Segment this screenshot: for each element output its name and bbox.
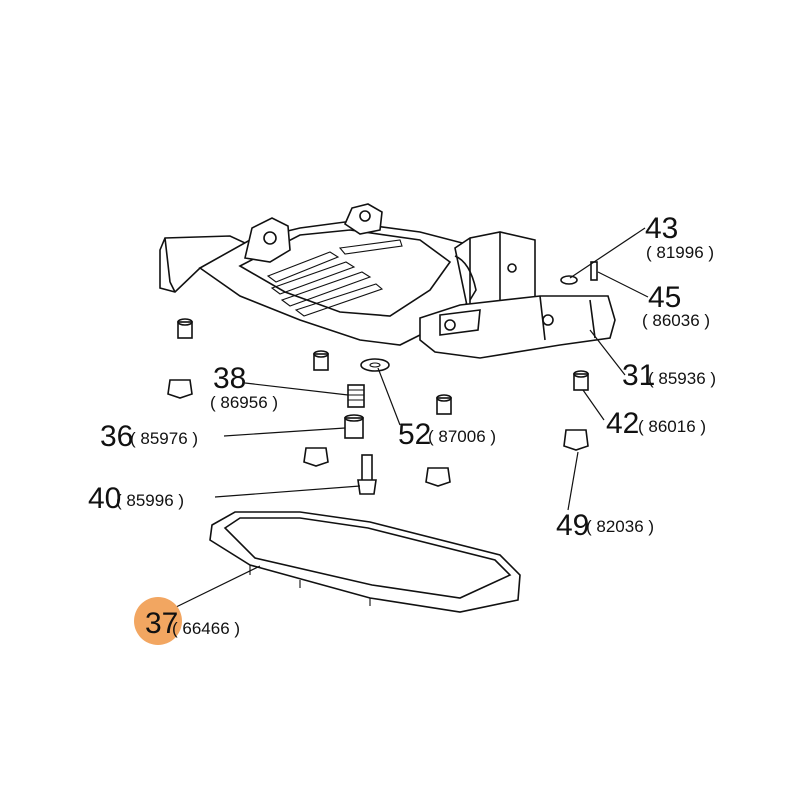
bushing-2 xyxy=(313,350,329,371)
nut-1 xyxy=(167,379,193,399)
highlight-marker xyxy=(134,597,182,645)
callout-code-45: ( 86036 ) xyxy=(642,311,710,330)
nut-3 xyxy=(425,467,451,487)
small-parts xyxy=(167,261,598,495)
spring-38 xyxy=(347,384,365,408)
washer-43 xyxy=(560,275,578,285)
callout-code-38: ( 86956 ) xyxy=(210,393,278,412)
callout-code-43: ( 81996 ) xyxy=(646,243,714,262)
nut-2 xyxy=(303,447,329,467)
callout-number-37: 37 xyxy=(145,607,178,640)
seal-ring-37 xyxy=(209,511,521,613)
nut-49 xyxy=(563,429,589,451)
pin-45 xyxy=(590,261,598,281)
callout-code-49: ( 82036 ) xyxy=(586,517,654,536)
callout-number-36: 36 xyxy=(100,420,133,453)
main-frame xyxy=(159,203,616,359)
sleeve-36 xyxy=(344,414,364,439)
bushing-3 xyxy=(436,394,452,415)
callout-number-49: 49 xyxy=(556,509,589,542)
callout-code-36: ( 85976 ) xyxy=(130,429,198,448)
callout-number-52: 52 xyxy=(398,418,431,451)
callout-code-42: ( 86016 ) xyxy=(638,417,706,436)
washer-52 xyxy=(360,358,390,372)
shaft-40 xyxy=(357,454,377,495)
callout-number-38: 38 xyxy=(213,362,246,395)
bushing-1 xyxy=(177,318,193,339)
leader-lines xyxy=(169,227,649,611)
callout-labels: 43 ( 81996 ) 45 ( 86036 ) 31 ( 85936 ) 3… xyxy=(88,212,716,640)
bushing-42 xyxy=(573,370,589,391)
callout-code-40: ( 85996 ) xyxy=(116,491,184,510)
callout-number-40: 40 xyxy=(88,482,121,515)
callout-code-31: ( 85936 ) xyxy=(648,369,716,388)
callout-number-43: 43 xyxy=(645,212,678,245)
callout-number-31: 31 xyxy=(622,359,655,392)
callout-number-42: 42 xyxy=(606,407,639,440)
callout-number-45: 45 xyxy=(648,281,681,314)
callout-code-52: ( 87006 ) xyxy=(428,427,496,446)
callout-code-37: ( 66466 ) xyxy=(172,619,240,638)
